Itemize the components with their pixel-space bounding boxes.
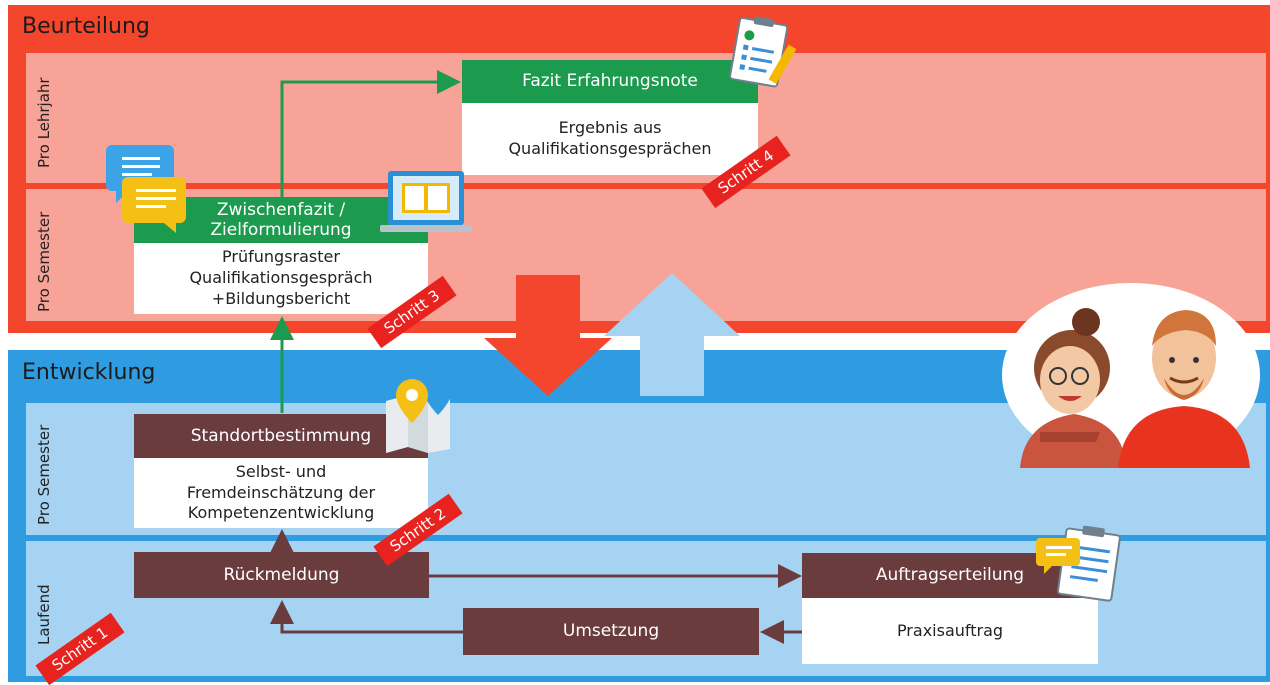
fazit-body: Ergebnis aus Qualifikationsgesprächen bbox=[462, 103, 758, 175]
zwischenfazit-body-line: Prüfungsraster bbox=[222, 247, 340, 267]
fazit-body-line: Ergebnis aus bbox=[558, 118, 662, 138]
checklist-icon bbox=[729, 16, 797, 88]
chat-bubbles-icon bbox=[106, 145, 186, 233]
auftrag-body: Praxisauftrag bbox=[802, 598, 1098, 664]
arrow-zwischen-to-fazit bbox=[280, 70, 461, 200]
fazit-body-line: Qualifikationsgesprächen bbox=[508, 139, 712, 158]
rueckmeldung-box: Rückmeldung bbox=[134, 552, 429, 598]
umsetzung-box: Umsetzung bbox=[463, 608, 759, 655]
standort-body: Selbst- und Fremdeinschätzung der Kompet… bbox=[134, 458, 428, 528]
people-illustration bbox=[1002, 283, 1260, 468]
standort-body-line: Fremdeinschätzung der bbox=[186, 482, 376, 502]
clipboard-chat-icon bbox=[1036, 525, 1121, 602]
beurteilung-title: Beurteilung bbox=[22, 14, 150, 39]
standort-body-line: Selbst- und bbox=[235, 461, 327, 481]
zwischenfazit-header-line: Zwischenfazit / bbox=[216, 199, 346, 220]
big-down-arrow bbox=[484, 275, 612, 396]
map-pin-icon bbox=[386, 377, 452, 453]
standort-body-line: Kompetenzentwicklung bbox=[187, 503, 375, 523]
zwischenfazit-body: Prüfungsraster Qualifikationsgespräch +B… bbox=[134, 243, 428, 314]
zwischenfazit-body-line: Qualifikationsgespräch bbox=[189, 268, 373, 288]
fazit-header: Fazit Erfahrungsnote bbox=[462, 60, 758, 103]
arrow-umsetzung-to-rueck bbox=[270, 600, 463, 634]
zwischenfazit-header-line: Zielformulierung bbox=[210, 220, 352, 240]
big-up-arrow bbox=[604, 273, 740, 396]
entwicklung-title: Entwicklung bbox=[22, 360, 156, 385]
zwischenfazit-body-line: +Bildungsbericht bbox=[211, 288, 351, 308]
laptop-book-icon bbox=[380, 171, 472, 232]
standort-header: Standortbestimmung bbox=[134, 414, 428, 458]
